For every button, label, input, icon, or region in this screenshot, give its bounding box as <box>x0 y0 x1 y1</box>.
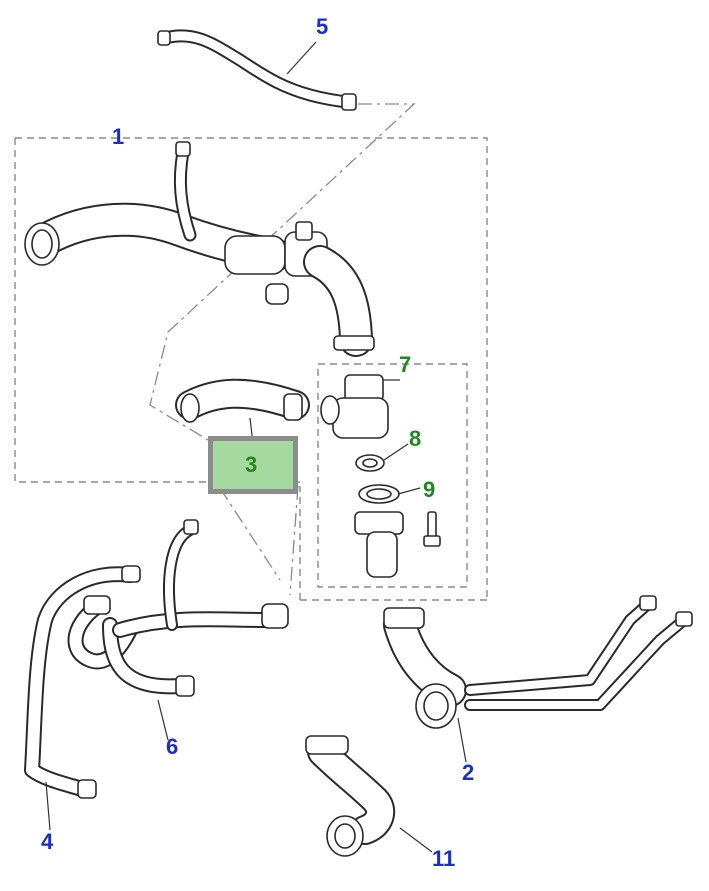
thermostat-group-box <box>317 363 468 588</box>
leader-lines <box>45 41 467 853</box>
part-4-6-hose-assembly <box>24 519 289 799</box>
callout-6[interactable]: 6 <box>166 734 179 759</box>
part-8-seal <box>355 454 385 472</box>
leader-9 <box>397 487 421 495</box>
selected-part-highlight[interactable] <box>208 436 298 494</box>
callout-1[interactable]: 1 <box>112 124 125 149</box>
callout-11[interactable]: 11 <box>432 846 456 871</box>
part-11-hose <box>305 735 396 857</box>
callout-3[interactable]: 3 <box>245 452 258 477</box>
thermostat-outer-box <box>299 486 487 601</box>
callout-8[interactable]: 8 <box>409 426 422 451</box>
leader-11 <box>399 827 433 853</box>
connector-line-3-down <box>289 485 299 596</box>
leader-4 <box>45 781 51 831</box>
assembly-1-group-box <box>14 137 488 600</box>
callout-4[interactable]: 4 <box>41 829 54 854</box>
part-3-hose <box>175 378 310 423</box>
callout-9[interactable]: 9 <box>423 477 436 502</box>
outlet-housing <box>354 511 441 578</box>
leader-8 <box>383 443 409 461</box>
part-2-hose-assembly <box>383 595 693 729</box>
connector-line-3-diag <box>219 487 281 581</box>
callout-7[interactable]: 7 <box>399 352 412 377</box>
connector-line-5-to-1 <box>149 103 416 441</box>
leader-5 <box>286 41 317 75</box>
callout-2[interactable]: 2 <box>462 760 475 785</box>
part-5-hose <box>157 29 357 111</box>
leader-2 <box>457 717 467 763</box>
callout-5[interactable]: 5 <box>316 14 329 39</box>
part-9-gasket <box>358 484 400 504</box>
leader-6 <box>157 699 169 741</box>
part-1-hose-assembly <box>24 141 375 357</box>
group-boxes <box>14 103 488 601</box>
part-7-thermostat-housing <box>320 374 389 439</box>
